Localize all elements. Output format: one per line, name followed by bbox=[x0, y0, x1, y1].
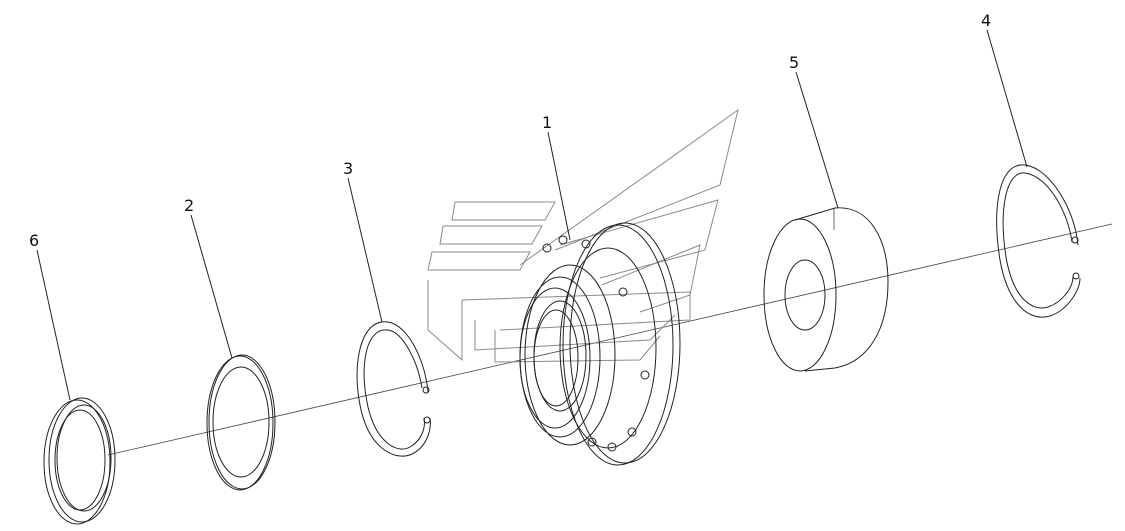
callout-2: 2 bbox=[184, 196, 194, 215]
part-1-flange-housing bbox=[519, 222, 681, 466]
callout-4: 4 bbox=[981, 11, 991, 30]
part-3-snap-ring bbox=[356, 321, 431, 457]
callout-1: 1 bbox=[542, 113, 552, 132]
leader-2 bbox=[190, 214, 233, 359]
center-axis bbox=[107, 223, 1113, 456]
part-4-large-snap-ring bbox=[996, 164, 1081, 318]
part-6-thick-washer bbox=[43, 397, 116, 525]
leader-1 bbox=[547, 131, 571, 241]
callout-5: 5 bbox=[789, 53, 799, 72]
part-5-bearing bbox=[763, 207, 889, 372]
leader-6 bbox=[36, 249, 71, 401]
leader-4 bbox=[986, 29, 1028, 168]
leader-3 bbox=[347, 177, 383, 323]
leader-5 bbox=[795, 71, 839, 209]
watermark-logo bbox=[427, 108, 739, 363]
callout-6: 6 bbox=[29, 231, 39, 250]
part-2-shim-ring bbox=[206, 354, 276, 491]
leader-lines bbox=[36, 29, 1028, 401]
callout-3: 3 bbox=[343, 159, 353, 178]
